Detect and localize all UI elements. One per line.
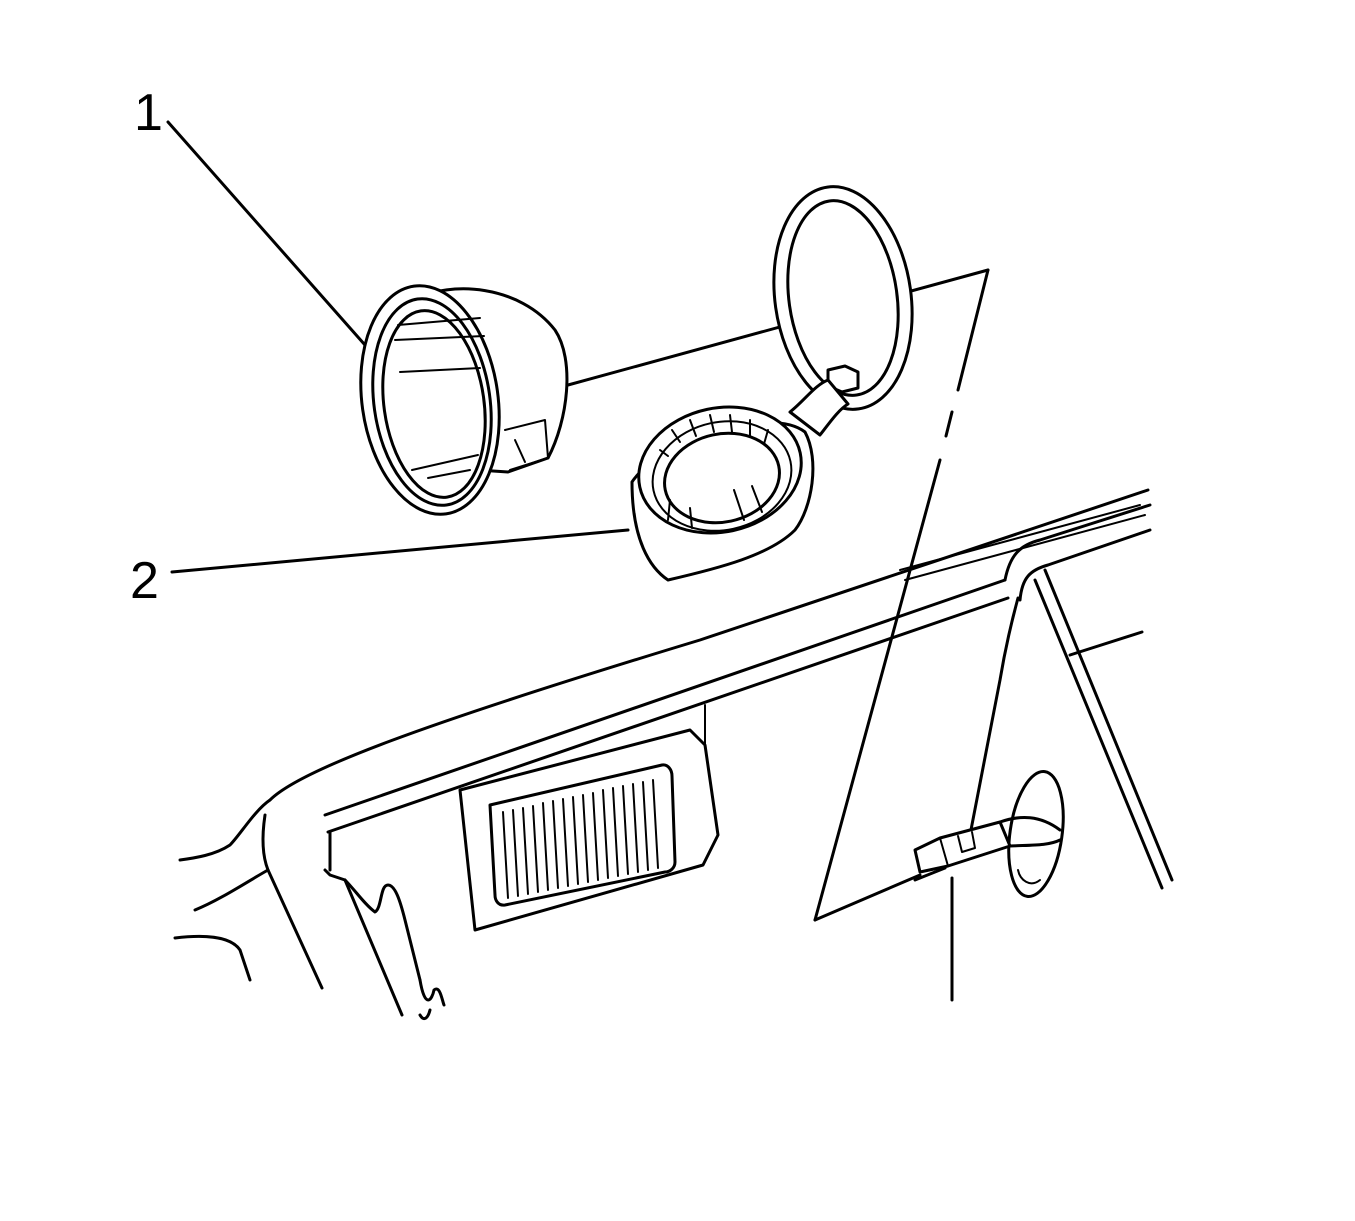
part-1-housing [359,284,569,516]
vehicle-body-panel [173,488,1174,1021]
callout-2: 2 [130,552,159,610]
part-2-grommet [630,185,914,582]
grommet-ribs [659,414,769,529]
callout-leaders [166,120,630,574]
detail-view-frame [566,268,990,1002]
callout-1: 1 [134,84,163,142]
vent-grille-slats [502,779,659,899]
wiring-connector [913,596,1065,898]
